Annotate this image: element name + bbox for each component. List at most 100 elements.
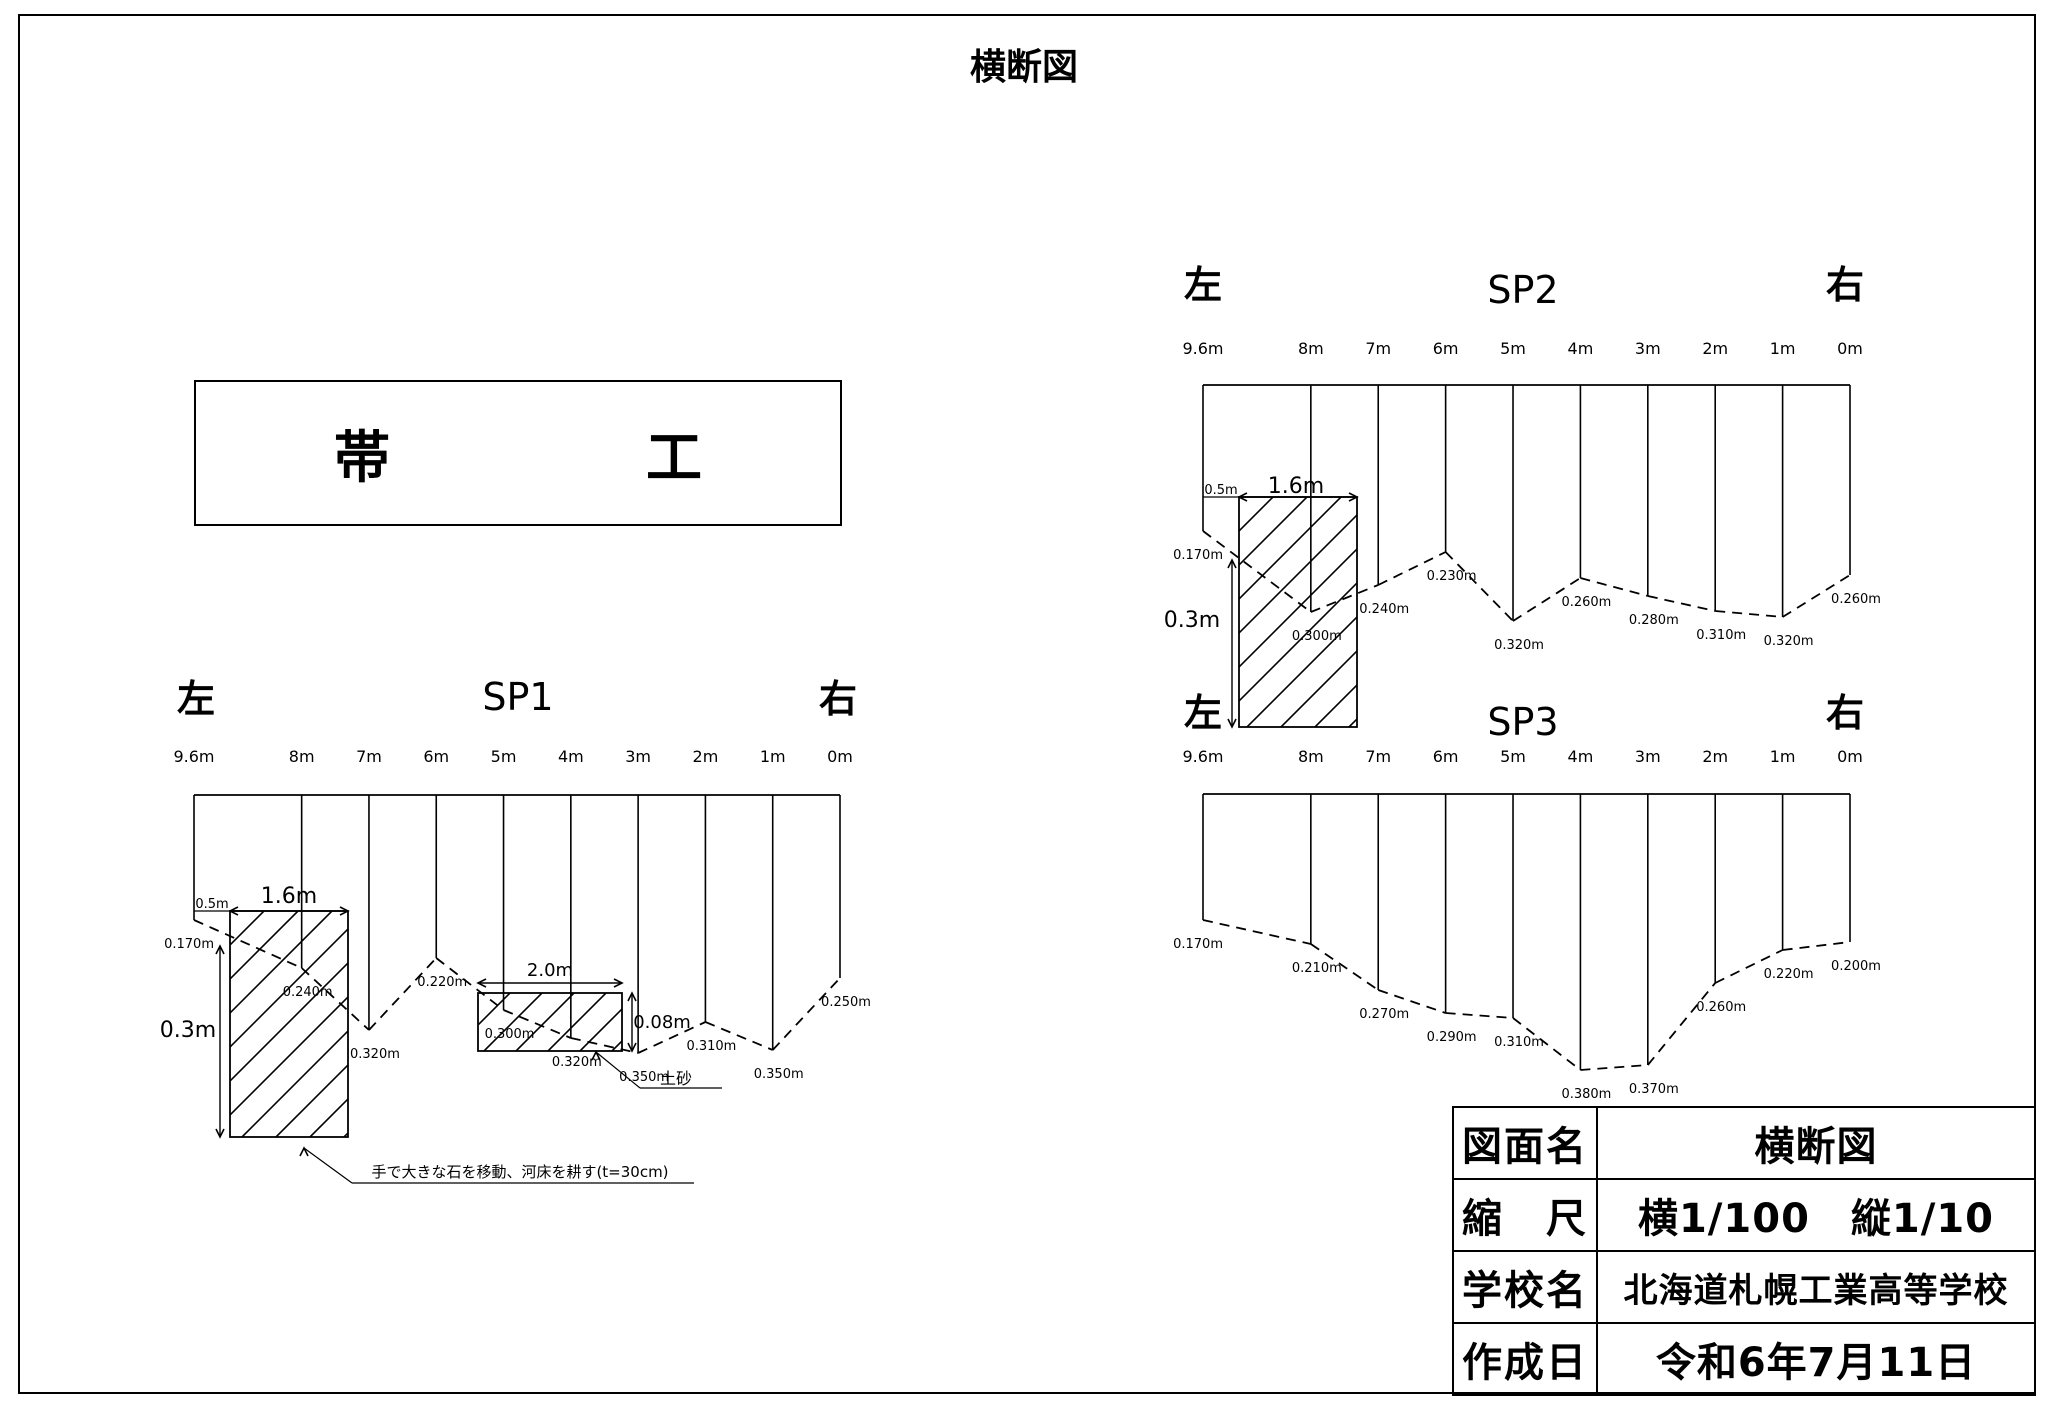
depth-value-label: 0.220m xyxy=(1764,967,1814,982)
riverbed-profile xyxy=(1782,574,1851,618)
riverbed-profile xyxy=(503,1009,572,1039)
riverbed-profile xyxy=(1202,919,1312,945)
hatch-line xyxy=(1485,497,1715,727)
hatch-line xyxy=(230,927,348,1049)
distance-tick-label: 8m xyxy=(1298,747,1324,766)
arrow-icon xyxy=(476,978,487,988)
hatch-line xyxy=(1239,547,1357,669)
scale-key: 縮 尺 xyxy=(1452,1178,1598,1252)
depth-value-label: 0.260m xyxy=(1561,595,1611,610)
depth-value-label: 0.280m xyxy=(1629,613,1679,628)
depth-value-label: 0.260m xyxy=(1696,1000,1746,1015)
depth-value-label: 0.300m xyxy=(1292,629,1342,644)
arrow-icon xyxy=(215,944,225,955)
arrow-icon xyxy=(627,991,637,1002)
riverbed-profile xyxy=(1444,551,1514,622)
hatch-line xyxy=(483,993,543,1051)
distance-tick-label: 2m xyxy=(693,747,719,766)
hatch-line xyxy=(579,1007,622,1051)
depth-value-label: 0.170m xyxy=(164,937,214,952)
riverbed-profile xyxy=(435,957,505,1011)
right-bank-label: 右 xyxy=(1826,691,1864,735)
depth-value-label: 0.380m xyxy=(1561,1087,1611,1102)
depth-value-label: 0.220m xyxy=(417,975,467,990)
distance-tick-label: 6m xyxy=(1433,339,1459,358)
sp1-sediment-outline xyxy=(477,992,623,1052)
depth-value-label: 0.270m xyxy=(1359,1007,1409,1022)
distance-tick-label: 1m xyxy=(1770,339,1796,358)
depth-value-label: 0.350m xyxy=(754,1067,804,1082)
distance-tick-label: 5m xyxy=(1500,747,1526,766)
riverbed-profile xyxy=(1714,949,1783,984)
hatch-line xyxy=(241,1029,348,1137)
riverbed-profile xyxy=(1782,941,1851,951)
section-name: SP3 xyxy=(1487,700,1558,744)
sp1-note-leader xyxy=(303,1147,353,1184)
riverbed-profile xyxy=(1377,551,1447,586)
distance-tick-label: 0m xyxy=(1837,747,1863,766)
sp2-band-block-outline xyxy=(1238,496,1358,728)
distance-tick-label: 8m xyxy=(1298,339,1324,358)
depth-value-label: 0.240m xyxy=(283,985,333,1000)
distance-tick-label: 4m xyxy=(1568,339,1594,358)
depth-value-label: 0.250m xyxy=(821,995,871,1010)
hatch-line xyxy=(1383,497,1613,727)
hatch-line xyxy=(1239,497,1308,567)
distance-tick-label: 0m xyxy=(827,747,853,766)
sp2-left-offset-label: 0.5m xyxy=(1204,483,1237,498)
distance-tick-label: 3m xyxy=(625,747,651,766)
title-block-row: 図面名 横断図 xyxy=(1452,1106,2036,1180)
distance-tick-label: 7m xyxy=(1365,747,1391,766)
distance-tick-label: 4m xyxy=(1568,747,1594,766)
hatch-line xyxy=(230,911,333,1015)
hatch-line xyxy=(1239,497,1342,601)
distance-tick-label: 5m xyxy=(491,747,517,766)
arrow-icon xyxy=(1227,558,1237,569)
hatch-line xyxy=(1314,683,1357,727)
scale-value: 横1/100 縦1/10 xyxy=(1596,1178,2036,1252)
riverbed-profile xyxy=(705,1021,774,1051)
distance-tick-label: 8m xyxy=(289,747,315,766)
riverbed-profile xyxy=(772,977,841,1051)
distance-tick-label: 6m xyxy=(1433,747,1459,766)
depth-value-label: 0.320m xyxy=(1764,634,1814,649)
distance-tick-label: 3m xyxy=(1635,747,1661,766)
hatch-line xyxy=(230,961,348,1083)
arrow-icon xyxy=(299,1146,309,1157)
drawing-title: 横断図 xyxy=(969,47,1078,88)
title-block: 図面名 横断図 縮 尺 横1/100 縦1/10 学校名 北海道札幌工業高等学校… xyxy=(1452,1106,2036,1396)
distance-tick-label: 6m xyxy=(423,747,449,766)
sp2-band-block-hatch xyxy=(1239,497,1715,727)
right-bank-label: 右 xyxy=(819,677,857,721)
riverbed-profile xyxy=(368,957,437,1031)
hatch-line xyxy=(1451,497,1681,727)
hatch-line xyxy=(515,993,575,1051)
sp1-block-height-label: 0.3m xyxy=(160,1018,216,1043)
hatch-line xyxy=(1417,497,1647,727)
left-bank-label: 左 xyxy=(1184,691,1222,735)
drawing-frame xyxy=(18,14,2036,1394)
distance-tick-label: 1m xyxy=(760,747,786,766)
distance-tick-label: 4m xyxy=(558,747,584,766)
distance-tick-label: 2m xyxy=(1702,339,1728,358)
depth-value-label: 0.170m xyxy=(1173,548,1223,563)
sp1-sediment-label: 土砂 xyxy=(660,1069,692,1088)
arrow-icon xyxy=(215,1128,225,1139)
hatch-line xyxy=(309,1097,348,1137)
title-block-row: 学校名 北海道札幌工業高等学校 xyxy=(1452,1250,2036,1324)
hatch-line xyxy=(547,993,607,1051)
riverbed-profile xyxy=(1512,577,1581,622)
depth-value-label: 0.240m xyxy=(1359,602,1409,617)
left-bank-label: 左 xyxy=(177,677,215,721)
depth-value-label: 0.320m xyxy=(552,1055,602,1070)
sp2-block-width-label: 1.6m xyxy=(1268,474,1324,499)
title-block-row: 作成日 令和6年7月11日 xyxy=(1452,1322,2036,1396)
depth-value-label: 0.170m xyxy=(1173,937,1223,952)
arrow-icon xyxy=(1227,718,1237,729)
riverbed-profile xyxy=(301,967,370,1031)
distance-tick-label: 5m xyxy=(1500,339,1526,358)
left-bank-label: 左 xyxy=(1184,263,1222,307)
date-key: 作成日 xyxy=(1452,1322,1598,1396)
hatch-line xyxy=(478,993,479,995)
